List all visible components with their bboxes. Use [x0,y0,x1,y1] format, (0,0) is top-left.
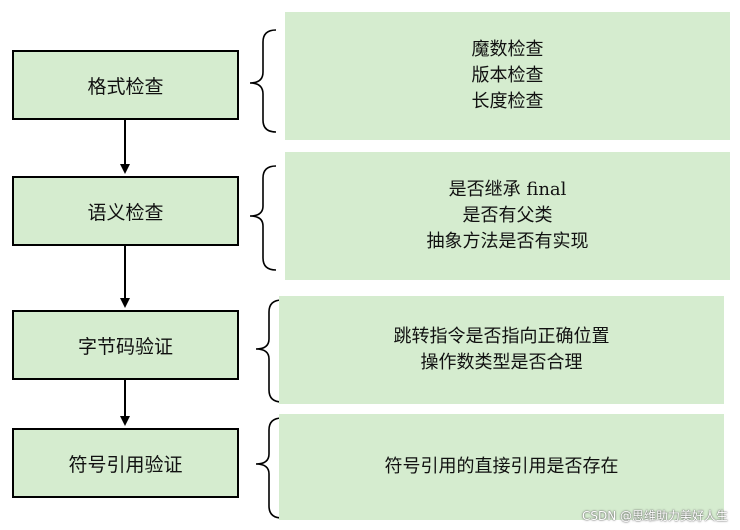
detail-line: 操作数类型是否合理 [420,352,583,373]
detail-line: 是否继承 final [448,179,567,200]
detail-line: 版本检查 [471,65,544,86]
step-label: 格式检查 [87,75,164,98]
detail-line: 跳转指令是否指向正确位置 [393,326,610,347]
detail-line: 符号引用的直接引用是否存在 [384,456,619,477]
step-label: 字节码验证 [77,335,173,358]
detail-panel-format-check: 魔数检查 版本检查 长度检查 [285,12,730,140]
detail-panel-bytecode-verify: 跳转指令是否指向正确位置 操作数类型是否合理 [279,296,724,404]
brace-1 [249,29,277,133]
step-label: 语义检查 [87,201,164,224]
detail-line: 魔数检查 [471,39,544,60]
brace-2 [249,165,277,271]
detail-line: 长度检查 [471,91,544,112]
brace-3 [255,299,283,403]
detail-panel-symbol-ref-verify: 符号引用的直接引用是否存在 [279,414,724,520]
step-box-semantic-check: 语义检查 [12,176,239,246]
detail-line: 是否有父类 [462,205,553,226]
detail-line: 抽象方法是否有实现 [426,231,589,252]
watermark-text: CSDN @思维助力美好人生 [581,509,728,523]
detail-panel-semantic-check: 是否继承 final 是否有父类 抽象方法是否有实现 [285,152,730,280]
step-box-bytecode-verify: 字节码验证 [12,310,239,380]
step-box-symbol-ref-verify: 符号引用验证 [12,428,239,498]
step-label: 符号引用验证 [68,453,183,476]
step-box-format-check: 格式检查 [12,50,239,120]
brace-4 [255,417,283,519]
